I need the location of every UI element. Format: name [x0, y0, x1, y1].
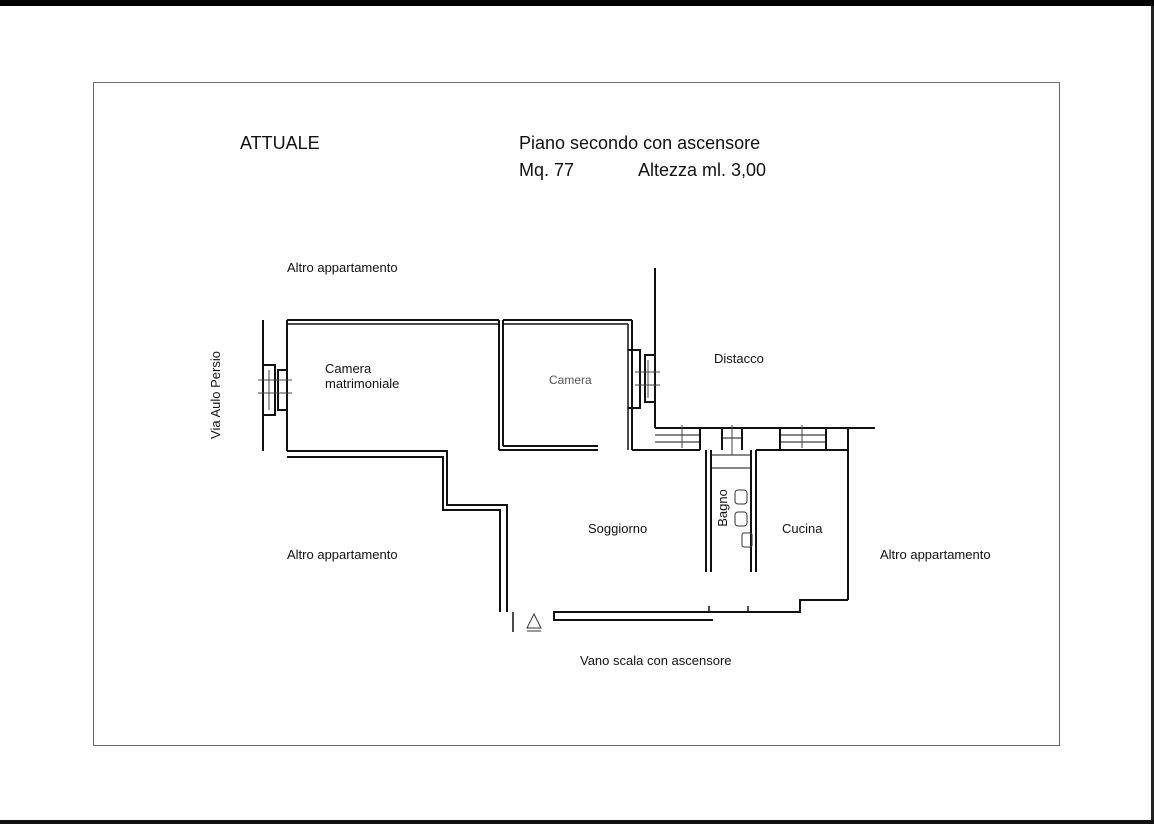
street-label: Via Aulo Persio — [208, 351, 223, 439]
living-room-label: Soggiorno — [588, 521, 647, 536]
washbasin-icon — [734, 489, 748, 505]
master-bedroom-label-2: matrimoniale — [325, 376, 399, 391]
walls — [262, 268, 875, 632]
neighbor-right-label: Altro appartamento — [880, 547, 991, 562]
stairwell-label: Vano scala con ascensore — [580, 653, 732, 668]
elevator-icon — [526, 612, 542, 629]
floor-area: Mq. 77 — [519, 160, 575, 180]
neighbor-left-label: Altro appartamento — [287, 547, 398, 562]
top-border — [0, 0, 1154, 6]
bottom-border — [0, 820, 1154, 824]
window-symbols — [258, 360, 803, 455]
elevator-symbol — [526, 612, 542, 632]
kitchen-label: Cucina — [782, 521, 823, 536]
room-labels: Altro appartamento Via Aulo Persio Camer… — [208, 260, 991, 668]
bidet-icon — [734, 511, 748, 527]
bathroom-fixtures — [734, 489, 753, 548]
master-bedroom-label: Camera — [325, 361, 372, 376]
bathroom-label: Bagno — [715, 489, 730, 527]
neighbor-top-label: Altro appartamento — [287, 260, 398, 275]
right-border — [1151, 6, 1154, 820]
drawing-frame — [93, 82, 1060, 746]
bedroom-label: Camera — [549, 373, 592, 387]
floor-description: Piano secondo con ascensore — [519, 133, 761, 153]
gap-label: Distacco — [714, 351, 764, 366]
toilet-icon — [741, 532, 753, 548]
plan-status: ATTUALE — [240, 133, 320, 153]
ceiling-height: Altezza ml. 3,00 — [638, 160, 767, 180]
